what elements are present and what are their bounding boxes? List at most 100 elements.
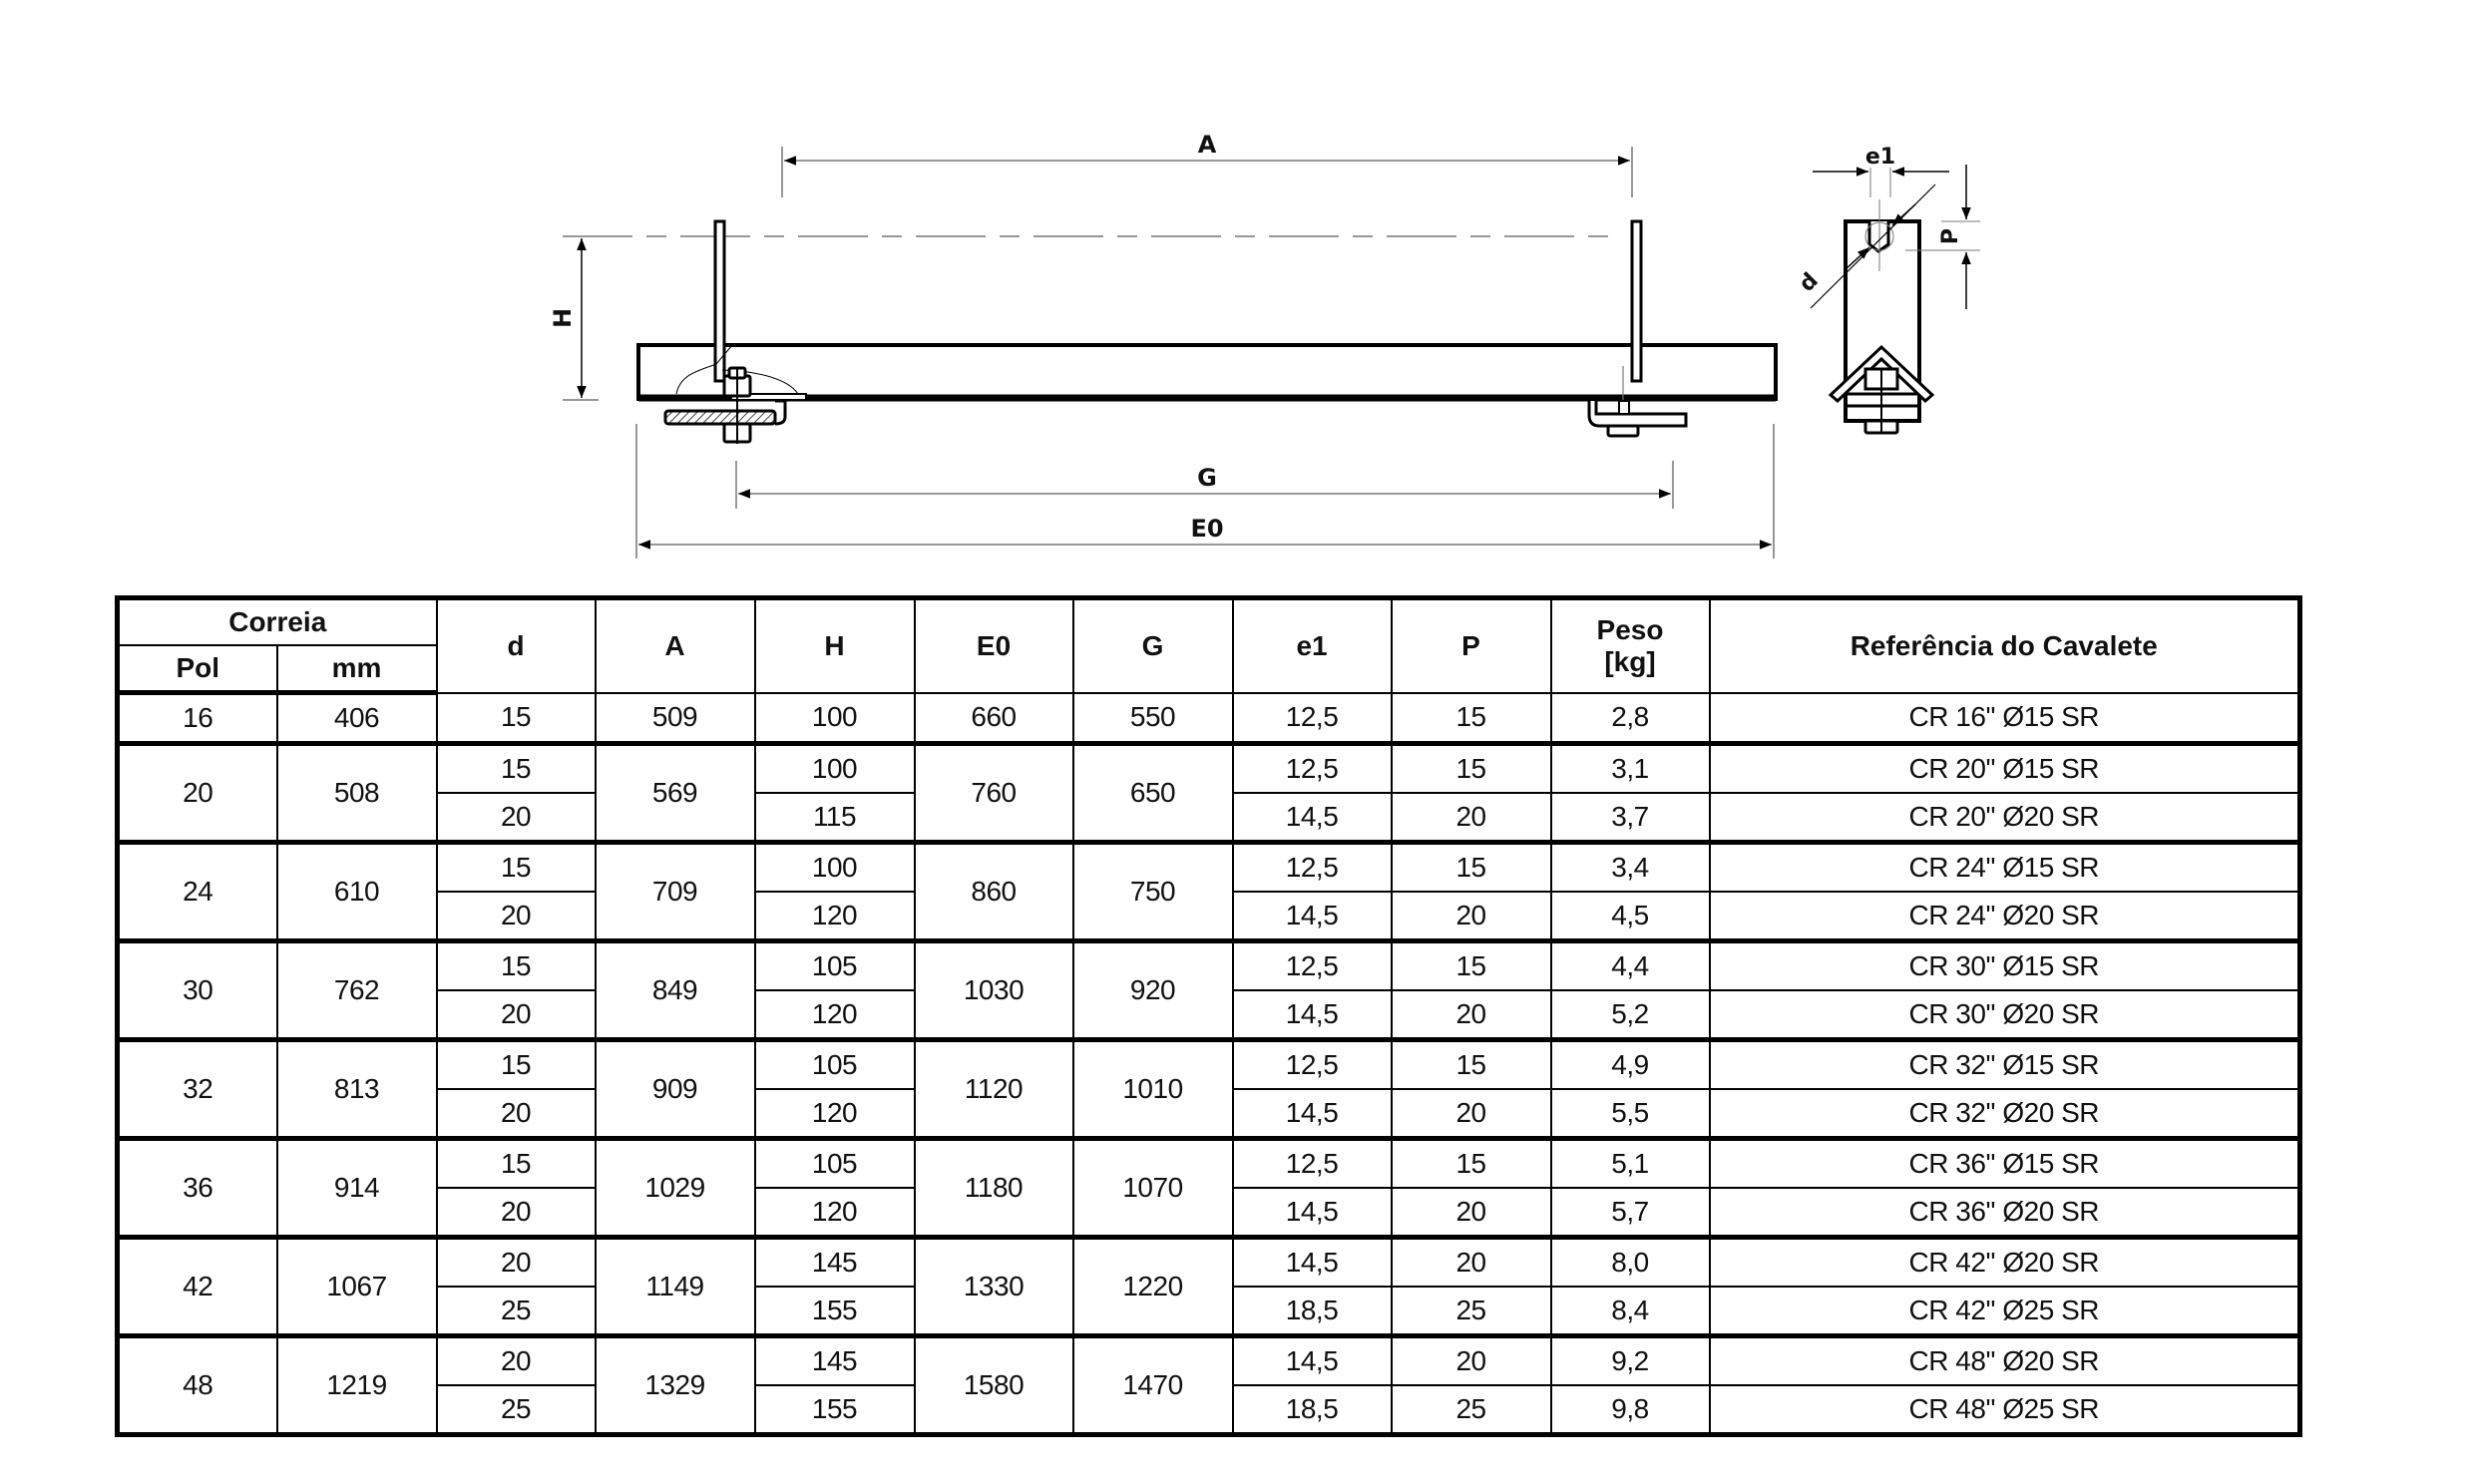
svg-text:d: d: [1795, 268, 1824, 297]
cell-d: 20: [435, 1088, 597, 1141]
cell-e0: 860: [913, 841, 1074, 943]
cell-g: 1470: [1071, 1334, 1234, 1435]
cell-pol: 36: [116, 1137, 278, 1240]
cell-h: 105: [753, 1038, 916, 1090]
cell-e1: 14,5: [1231, 1187, 1393, 1240]
front-view: A H: [549, 131, 1778, 558]
header-peso-line2: [kg]: [1604, 645, 1656, 677]
base-beam: [636, 343, 1778, 401]
cell-d: 20: [435, 792, 597, 845]
cell-p: 20: [1390, 1334, 1552, 1386]
cell-peso: 3,1: [1549, 742, 1711, 794]
cell-peso: 4,4: [1549, 939, 1711, 991]
cell-g: 1070: [1071, 1137, 1234, 1240]
cell-referencia: CR 48'' Ø20 SR: [1708, 1334, 2301, 1386]
cell-peso: 3,7: [1549, 792, 1711, 845]
cell-e1: 14,5: [1231, 989, 1393, 1042]
cell-e0: 1120: [913, 1038, 1074, 1141]
cell-e1: 12,5: [1231, 1137, 1393, 1189]
cell-h: 145: [753, 1236, 916, 1288]
cell-referencia: CR 36'' Ø20 SR: [1708, 1187, 2301, 1240]
header-referencia: Referência do Cavalete: [1708, 596, 2301, 694]
cell-mm: 762: [275, 939, 438, 1042]
cell-e1: 12,5: [1231, 841, 1393, 893]
cell-p: 15: [1390, 841, 1552, 893]
cell-e1: 14,5: [1231, 792, 1393, 845]
cell-a: 1029: [594, 1137, 756, 1240]
cell-e1: 18,5: [1231, 1384, 1393, 1435]
left-post: [713, 219, 726, 383]
cell-e0: 1330: [913, 1236, 1074, 1338]
header-correia: Correia: [116, 596, 438, 646]
cell-referencia: CR 32'' Ø15 SR: [1708, 1038, 2301, 1090]
cell-e1: 12,5: [1231, 691, 1393, 746]
cell-e1: 14,5: [1231, 1236, 1393, 1288]
cell-g: 920: [1071, 939, 1234, 1042]
cell-pol: 20: [116, 742, 278, 845]
cell-a: 1149: [594, 1236, 756, 1338]
cell-peso: 4,5: [1549, 891, 1711, 943]
cell-a: 909: [594, 1038, 756, 1141]
cell-a: 509: [594, 691, 756, 746]
cell-d: 20: [435, 1187, 597, 1240]
cell-referencia: CR 24'' Ø15 SR: [1708, 841, 2301, 893]
cell-pol: 48: [116, 1334, 278, 1435]
cell-p: 25: [1390, 1384, 1552, 1435]
cell-h: 115: [753, 792, 916, 845]
cell-a: 849: [594, 939, 756, 1042]
cell-p: 15: [1390, 742, 1552, 794]
dimension-g: G: [735, 461, 1674, 509]
svg-text:G: G: [1197, 464, 1217, 492]
cell-e1: 18,5: [1231, 1286, 1393, 1338]
right-bolt-detail: [1587, 366, 1688, 438]
cell-e1: 12,5: [1231, 939, 1393, 991]
cell-peso: 8,4: [1549, 1286, 1711, 1338]
cell-referencia: CR 36'' Ø15 SR: [1708, 1137, 2301, 1189]
cell-peso: 5,5: [1549, 1088, 1711, 1141]
cell-d: 20: [435, 1334, 597, 1386]
cell-d: 15: [435, 1137, 597, 1189]
cell-p: 20: [1390, 1236, 1552, 1288]
cell-d: 25: [435, 1286, 597, 1338]
cell-p: 25: [1390, 1286, 1552, 1338]
cell-pol: 42: [116, 1236, 278, 1338]
cell-h: 120: [753, 1187, 916, 1240]
cell-referencia: CR 32'' Ø20 SR: [1708, 1088, 2301, 1141]
cell-e1: 12,5: [1231, 1038, 1393, 1090]
svg-text:A: A: [1198, 131, 1217, 159]
cell-h: 155: [753, 1286, 916, 1338]
cell-h: 100: [753, 841, 916, 893]
cell-a: 569: [594, 742, 756, 845]
cell-p: 15: [1390, 1038, 1552, 1090]
cell-g: 1010: [1071, 1038, 1234, 1141]
cell-mm: 610: [275, 841, 438, 943]
cell-d: 15: [435, 841, 597, 893]
cell-p: 20: [1390, 1088, 1552, 1141]
cell-peso: 4,9: [1549, 1038, 1711, 1090]
cell-peso: 9,2: [1549, 1334, 1711, 1386]
table-header: Correia d A H E0 G e1 P Peso [kg] Referê…: [116, 596, 2301, 695]
cell-p: 15: [1390, 939, 1552, 991]
header-g: G: [1071, 596, 1234, 694]
cell-e1: 14,5: [1231, 1088, 1393, 1141]
header-p: P: [1390, 596, 1552, 694]
side-view: e1 d P: [1795, 145, 1980, 435]
cell-referencia: CR 30'' Ø20 SR: [1708, 989, 2301, 1042]
cell-pol: 30: [116, 939, 278, 1042]
cell-e1: 14,5: [1231, 891, 1393, 943]
cell-pol: 24: [116, 841, 278, 943]
cell-e0: 1180: [913, 1137, 1074, 1240]
header-e0: E0: [913, 596, 1074, 694]
cell-d: 20: [435, 891, 597, 943]
cell-mm: 1067: [275, 1236, 438, 1338]
cell-referencia: CR 20'' Ø15 SR: [1708, 742, 2301, 794]
